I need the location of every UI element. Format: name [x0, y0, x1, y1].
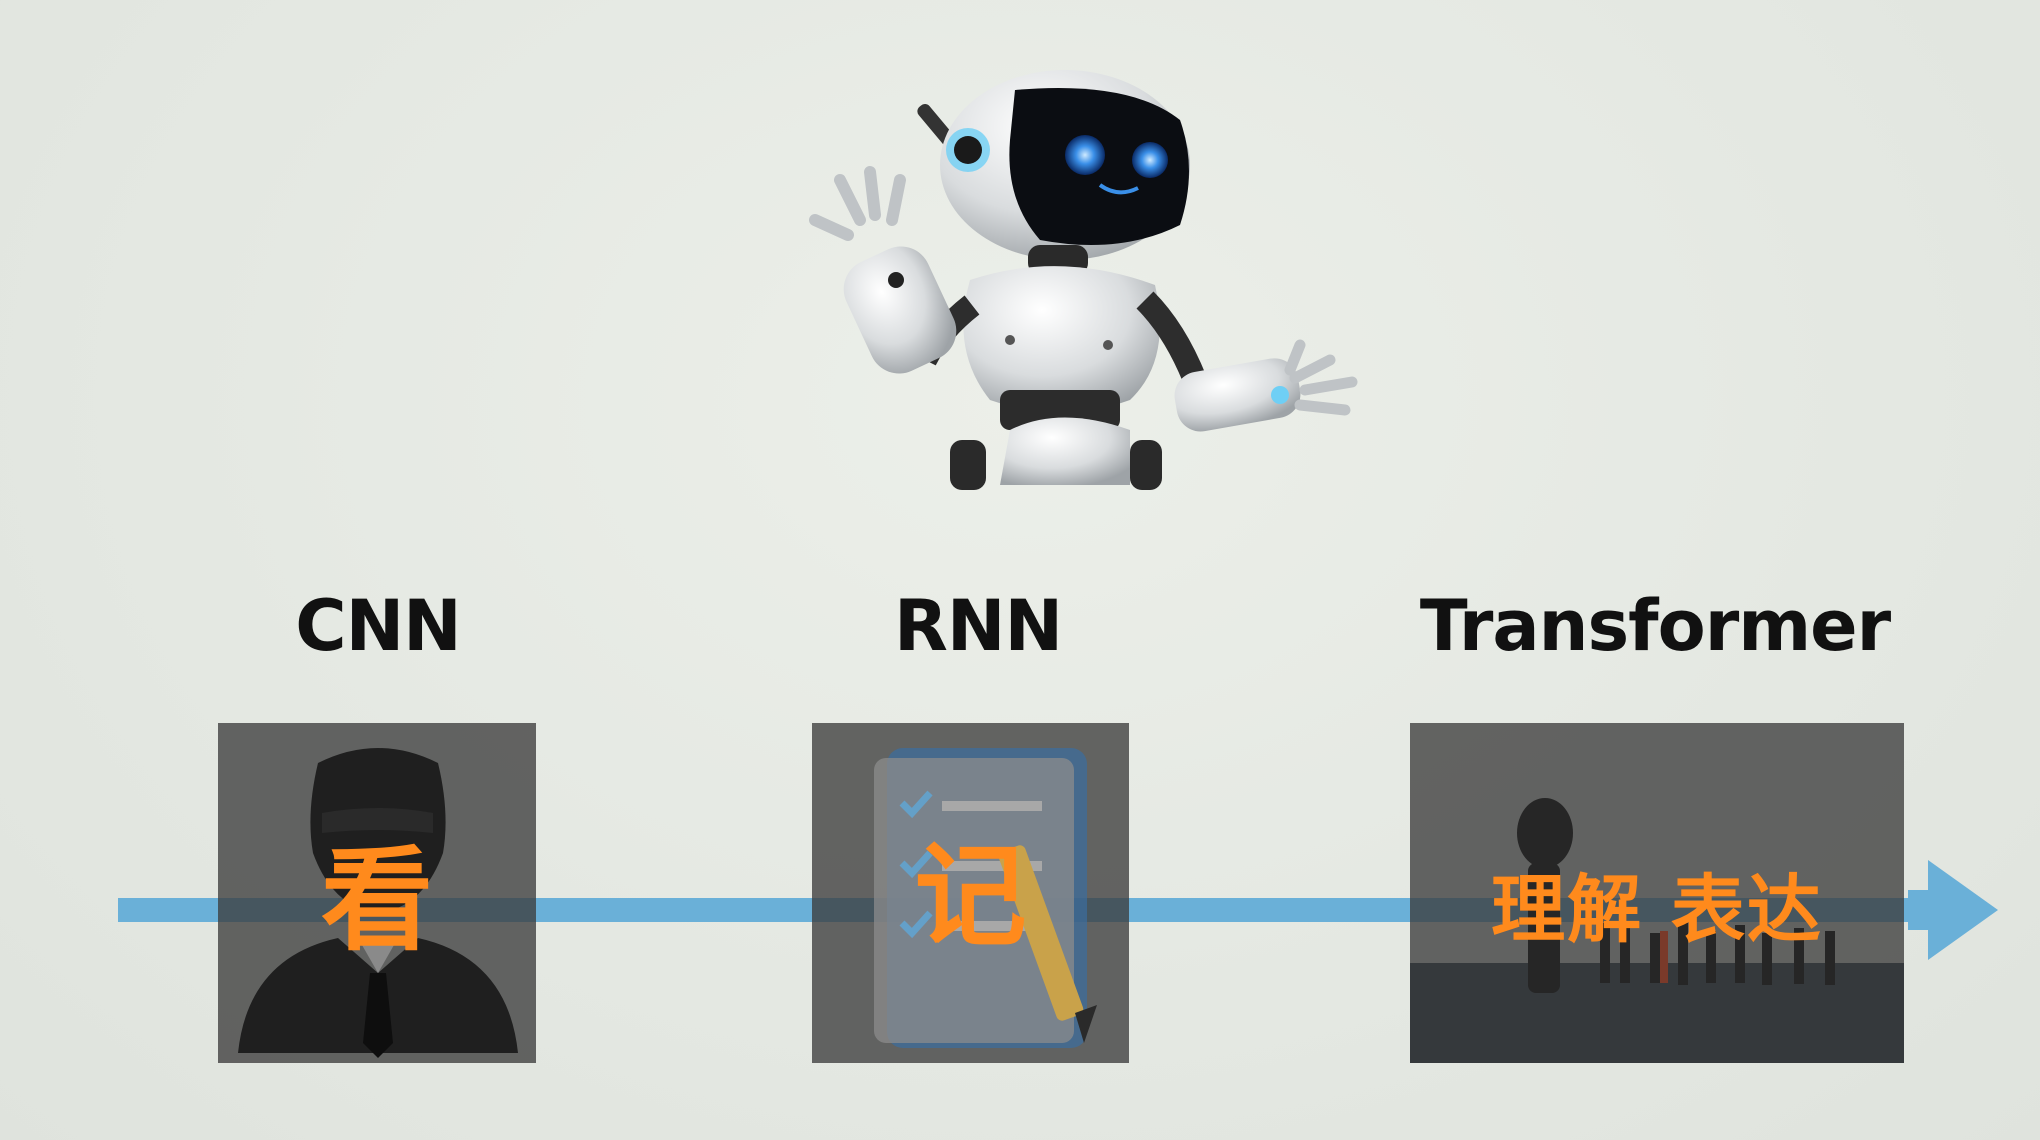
- arrow-head: [1908, 860, 1998, 960]
- stage-label-rnn: RNN: [893, 585, 1063, 667]
- stage-box-cnn: [218, 723, 536, 1063]
- person-silhouette-icon: [238, 748, 518, 1058]
- stage-label-cnn: CNN: [295, 585, 462, 667]
- crowd-scene-icon: [1410, 798, 1904, 1063]
- stage-caption-understand-express: 理解 表达: [1491, 867, 1823, 953]
- robot-icon: [809, 70, 1358, 490]
- notepad-checklist-icon: [874, 748, 1097, 1048]
- stage-label-transformer: Transformer: [1419, 585, 1891, 667]
- stage-caption-see: 看: [321, 836, 433, 966]
- stage-box-transformer: [1410, 723, 1904, 1063]
- stage-caption-remember: 记: [914, 832, 1027, 962]
- stage-box-rnn: [812, 723, 1129, 1063]
